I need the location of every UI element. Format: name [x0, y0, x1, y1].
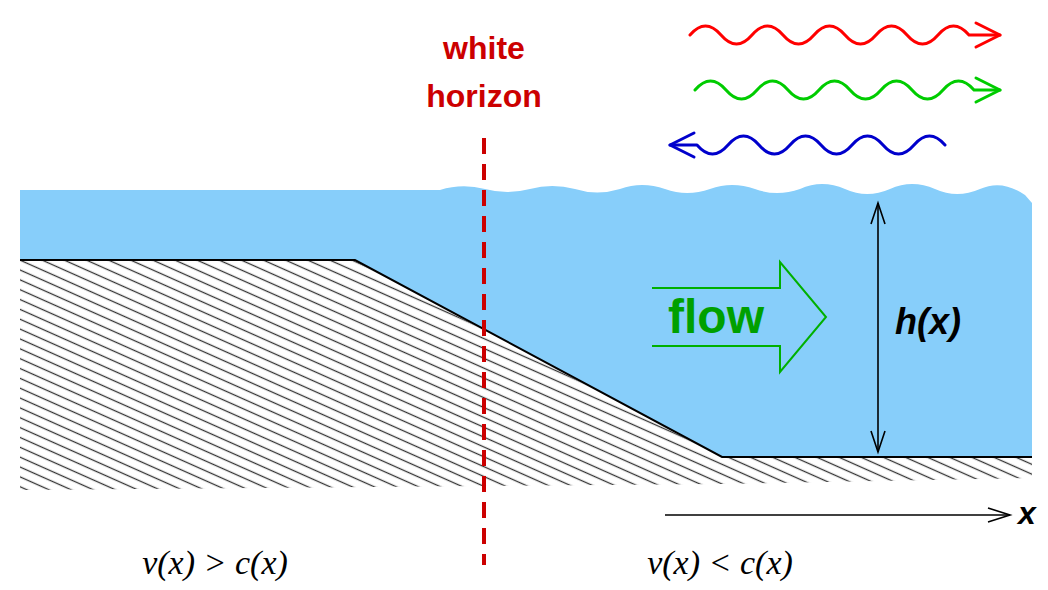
depth-label: h(x) — [895, 302, 961, 342]
supercritical-condition: v(x) > c(x) — [142, 544, 288, 581]
water-body — [20, 184, 1032, 457]
arrow-outline-path — [652, 262, 826, 372]
flow-arrow: flow — [652, 262, 826, 372]
axis-label: x — [1018, 496, 1036, 531]
horizon-label: white horizon — [389, 24, 579, 120]
wave-arrow-red — [690, 23, 1000, 47]
wave-arrow-blue — [670, 133, 945, 157]
wave-arrow-green — [695, 78, 1000, 102]
subcritical-condition: v(x) < c(x) — [647, 544, 793, 581]
x-axis-arrow — [665, 508, 1010, 522]
flow-label: flow — [668, 293, 764, 341]
horizon-line — [482, 138, 486, 565]
depth-arrow — [871, 203, 885, 452]
ground-line — [20, 260, 1032, 457]
